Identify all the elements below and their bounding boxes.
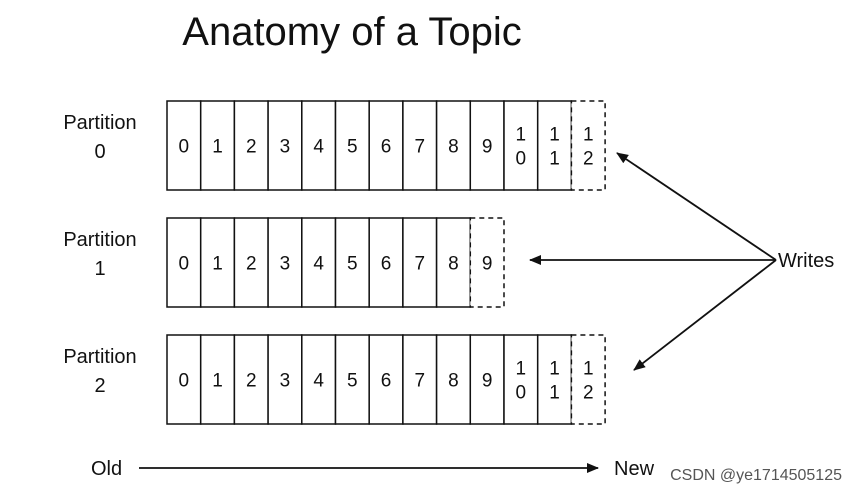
cell-number: 6	[381, 137, 392, 158]
log-cell	[402, 334, 438, 425]
writes-arrows	[529, 152, 777, 371]
log-cell	[469, 334, 505, 425]
cell-number: 9	[482, 137, 493, 158]
log-cell	[166, 334, 202, 425]
next-write-cell	[570, 334, 606, 425]
diagram-title: Anatomy of a Topic	[182, 10, 521, 54]
cell-number: 2	[246, 371, 257, 392]
log-cell	[536, 334, 573, 425]
log-cell	[402, 100, 438, 191]
cell-number: 0	[179, 137, 190, 158]
cell-number: 0	[179, 254, 190, 275]
timeline-old-label: Old	[91, 458, 122, 480]
cell-number: 7	[414, 371, 425, 392]
cell-number: 2	[246, 137, 257, 158]
log-cell	[368, 217, 404, 308]
log-cell	[435, 100, 472, 191]
log-cell	[166, 100, 202, 191]
log-cell	[334, 217, 370, 308]
watermark: CSDN @ye1714505125	[670, 467, 842, 484]
cell-number: 5	[347, 254, 358, 275]
log-cell	[267, 217, 303, 308]
log-cell	[199, 100, 236, 191]
log-cell	[368, 100, 404, 191]
write-arrow-partition-0	[616, 152, 777, 261]
log-cell	[368, 334, 404, 425]
cell-number: 4	[313, 137, 324, 158]
cell-number: 3	[280, 254, 291, 275]
log-cell	[233, 100, 269, 191]
cell-number: 5	[347, 137, 358, 158]
cell-number: 1	[212, 254, 223, 275]
cell-number: 8	[448, 137, 459, 158]
next-write-cell	[469, 217, 505, 308]
cell-number: 6	[381, 254, 392, 275]
log-cell	[166, 217, 202, 308]
timeline-new-label: New	[614, 458, 655, 480]
log-cell	[233, 334, 269, 425]
cell-number: 8	[448, 254, 459, 275]
writes-label: Writes	[778, 250, 834, 272]
write-arrow-partition-2	[633, 259, 777, 371]
cell-number: 0	[179, 371, 190, 392]
log-cell	[503, 100, 539, 191]
cell-number: 4	[313, 254, 324, 275]
log-cell	[301, 100, 337, 191]
cell-number: 1	[212, 137, 223, 158]
log-cell	[536, 100, 573, 191]
cell-number: 6	[381, 371, 392, 392]
next-write-cell	[570, 100, 606, 191]
cell-number: 8	[448, 371, 459, 392]
cell-number: 3	[280, 371, 291, 392]
cell-number: 3	[280, 137, 291, 158]
cell-number: 4	[313, 371, 324, 392]
cell-number: 9	[482, 254, 493, 275]
cell-number: 9	[482, 371, 493, 392]
log-cell	[199, 217, 236, 308]
log-cell	[199, 334, 236, 425]
cell-number: 7	[414, 137, 425, 158]
log-cell	[301, 217, 337, 308]
cell-number: 1	[212, 371, 223, 392]
log-cell	[334, 334, 370, 425]
cell-number: 5	[347, 371, 358, 392]
log-cell	[503, 334, 539, 425]
log-cell	[334, 100, 370, 191]
cell-number: 2	[246, 254, 257, 275]
cell-number: 7	[414, 254, 425, 275]
log-cell	[435, 334, 472, 425]
log-cell	[469, 100, 505, 191]
